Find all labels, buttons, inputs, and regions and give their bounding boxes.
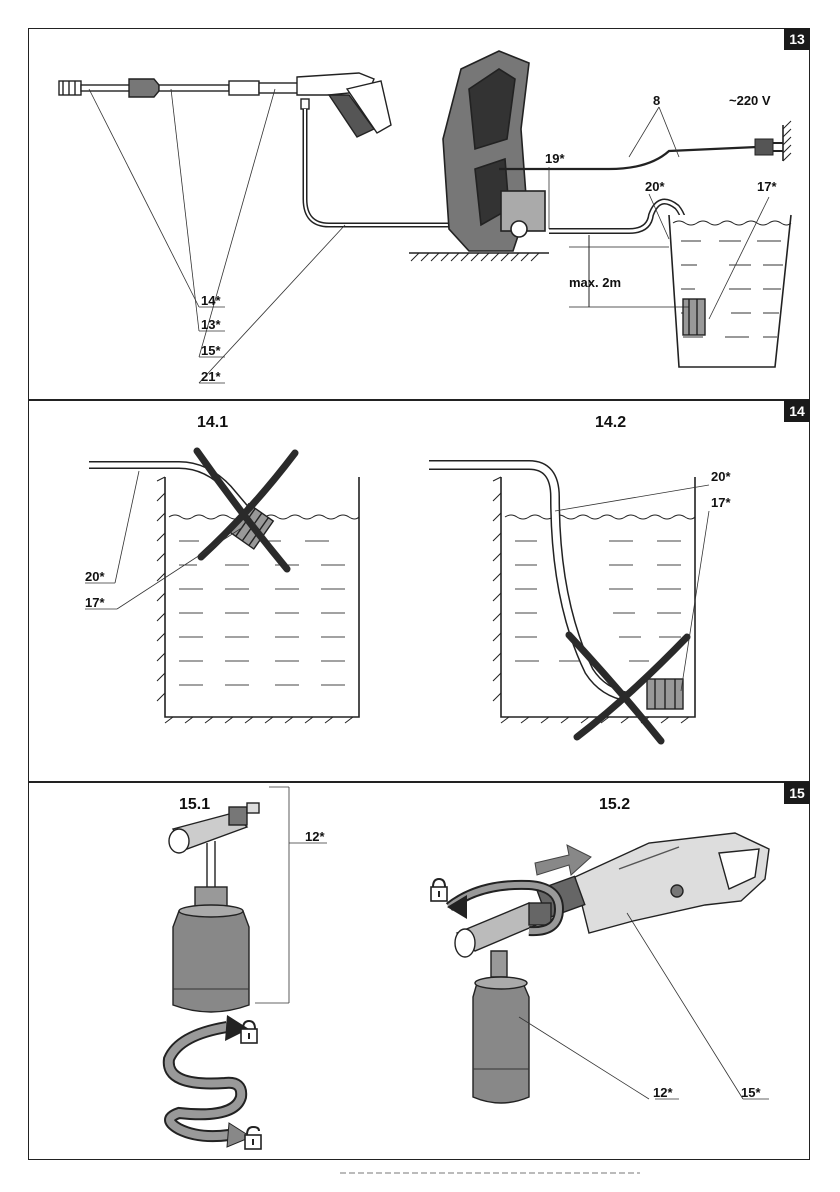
figure-13-illustration: max. 2m 14* 13* 15* 21* 8 ~220 V 19* 20*… — [29, 29, 809, 399]
subfigure-15-1-title: 15.1 — [179, 796, 210, 813]
max-height-label: max. 2m — [569, 275, 621, 290]
figure-number-badge: 14 — [784, 400, 810, 422]
label-mains-cable: 8 — [653, 93, 660, 108]
water-bucket — [669, 215, 791, 367]
figure-13-panel: 13 — [28, 28, 810, 400]
label-hose-wrong: 20* — [85, 569, 105, 584]
label-inlet-coupling: 19* — [545, 151, 565, 166]
unlock-icon — [245, 1127, 261, 1149]
label-gun: 15* — [201, 343, 221, 358]
label-pressure-hose: 21* — [201, 369, 221, 384]
mains-cable — [499, 147, 757, 169]
container-wrong: 20* 17* — [85, 451, 359, 723]
label-bottle-step-1: 12* — [305, 829, 325, 844]
label-voltage: ~220 V — [729, 93, 771, 108]
suction-filter-illustration — [683, 299, 705, 335]
label-hose-correct: 20* — [711, 469, 731, 484]
label-gun-step-2: 15* — [741, 1085, 761, 1100]
pressure-washer-body — [443, 51, 545, 251]
figure-14-panel: 14 14.1 14.2 2 — [28, 400, 810, 782]
figure-number-badge: 13 — [784, 28, 810, 50]
figure-15-panel: 15 15.1 15.2 12* — [28, 782, 810, 1160]
footer-mark — [340, 1170, 640, 1176]
figure-14-illustration: 14.1 14.2 20* 1 — [29, 401, 809, 781]
figure-number-badge: 15 — [784, 782, 810, 804]
figure-15-illustration: 15.1 15.2 12* — [29, 783, 809, 1159]
label-lance: 13* — [201, 317, 221, 332]
cross-mark-icon — [197, 451, 295, 569]
label-filter-correct: 17* — [711, 495, 731, 510]
label-nozzle: 14* — [201, 293, 221, 308]
lock-icon — [241, 1021, 257, 1043]
gun-illustration — [297, 73, 391, 137]
container-correct: 20* 17* — [429, 465, 731, 741]
label-bottle-step-2: 12* — [653, 1085, 673, 1100]
subfigure-14-1-title: 14.1 — [197, 414, 228, 431]
subfigure-14-2-title: 14.2 — [595, 414, 626, 431]
label-filter-wrong: 17* — [85, 595, 105, 610]
lance-illustration — [59, 79, 299, 97]
label-suction-hose: 20* — [645, 179, 665, 194]
push-arrow-icon — [535, 845, 591, 875]
subfigure-15-2-title: 15.2 — [599, 796, 630, 813]
foam-bottle-step-1 — [169, 803, 259, 1012]
lock-icon — [431, 879, 447, 901]
label-suction-filter: 17* — [757, 179, 777, 194]
